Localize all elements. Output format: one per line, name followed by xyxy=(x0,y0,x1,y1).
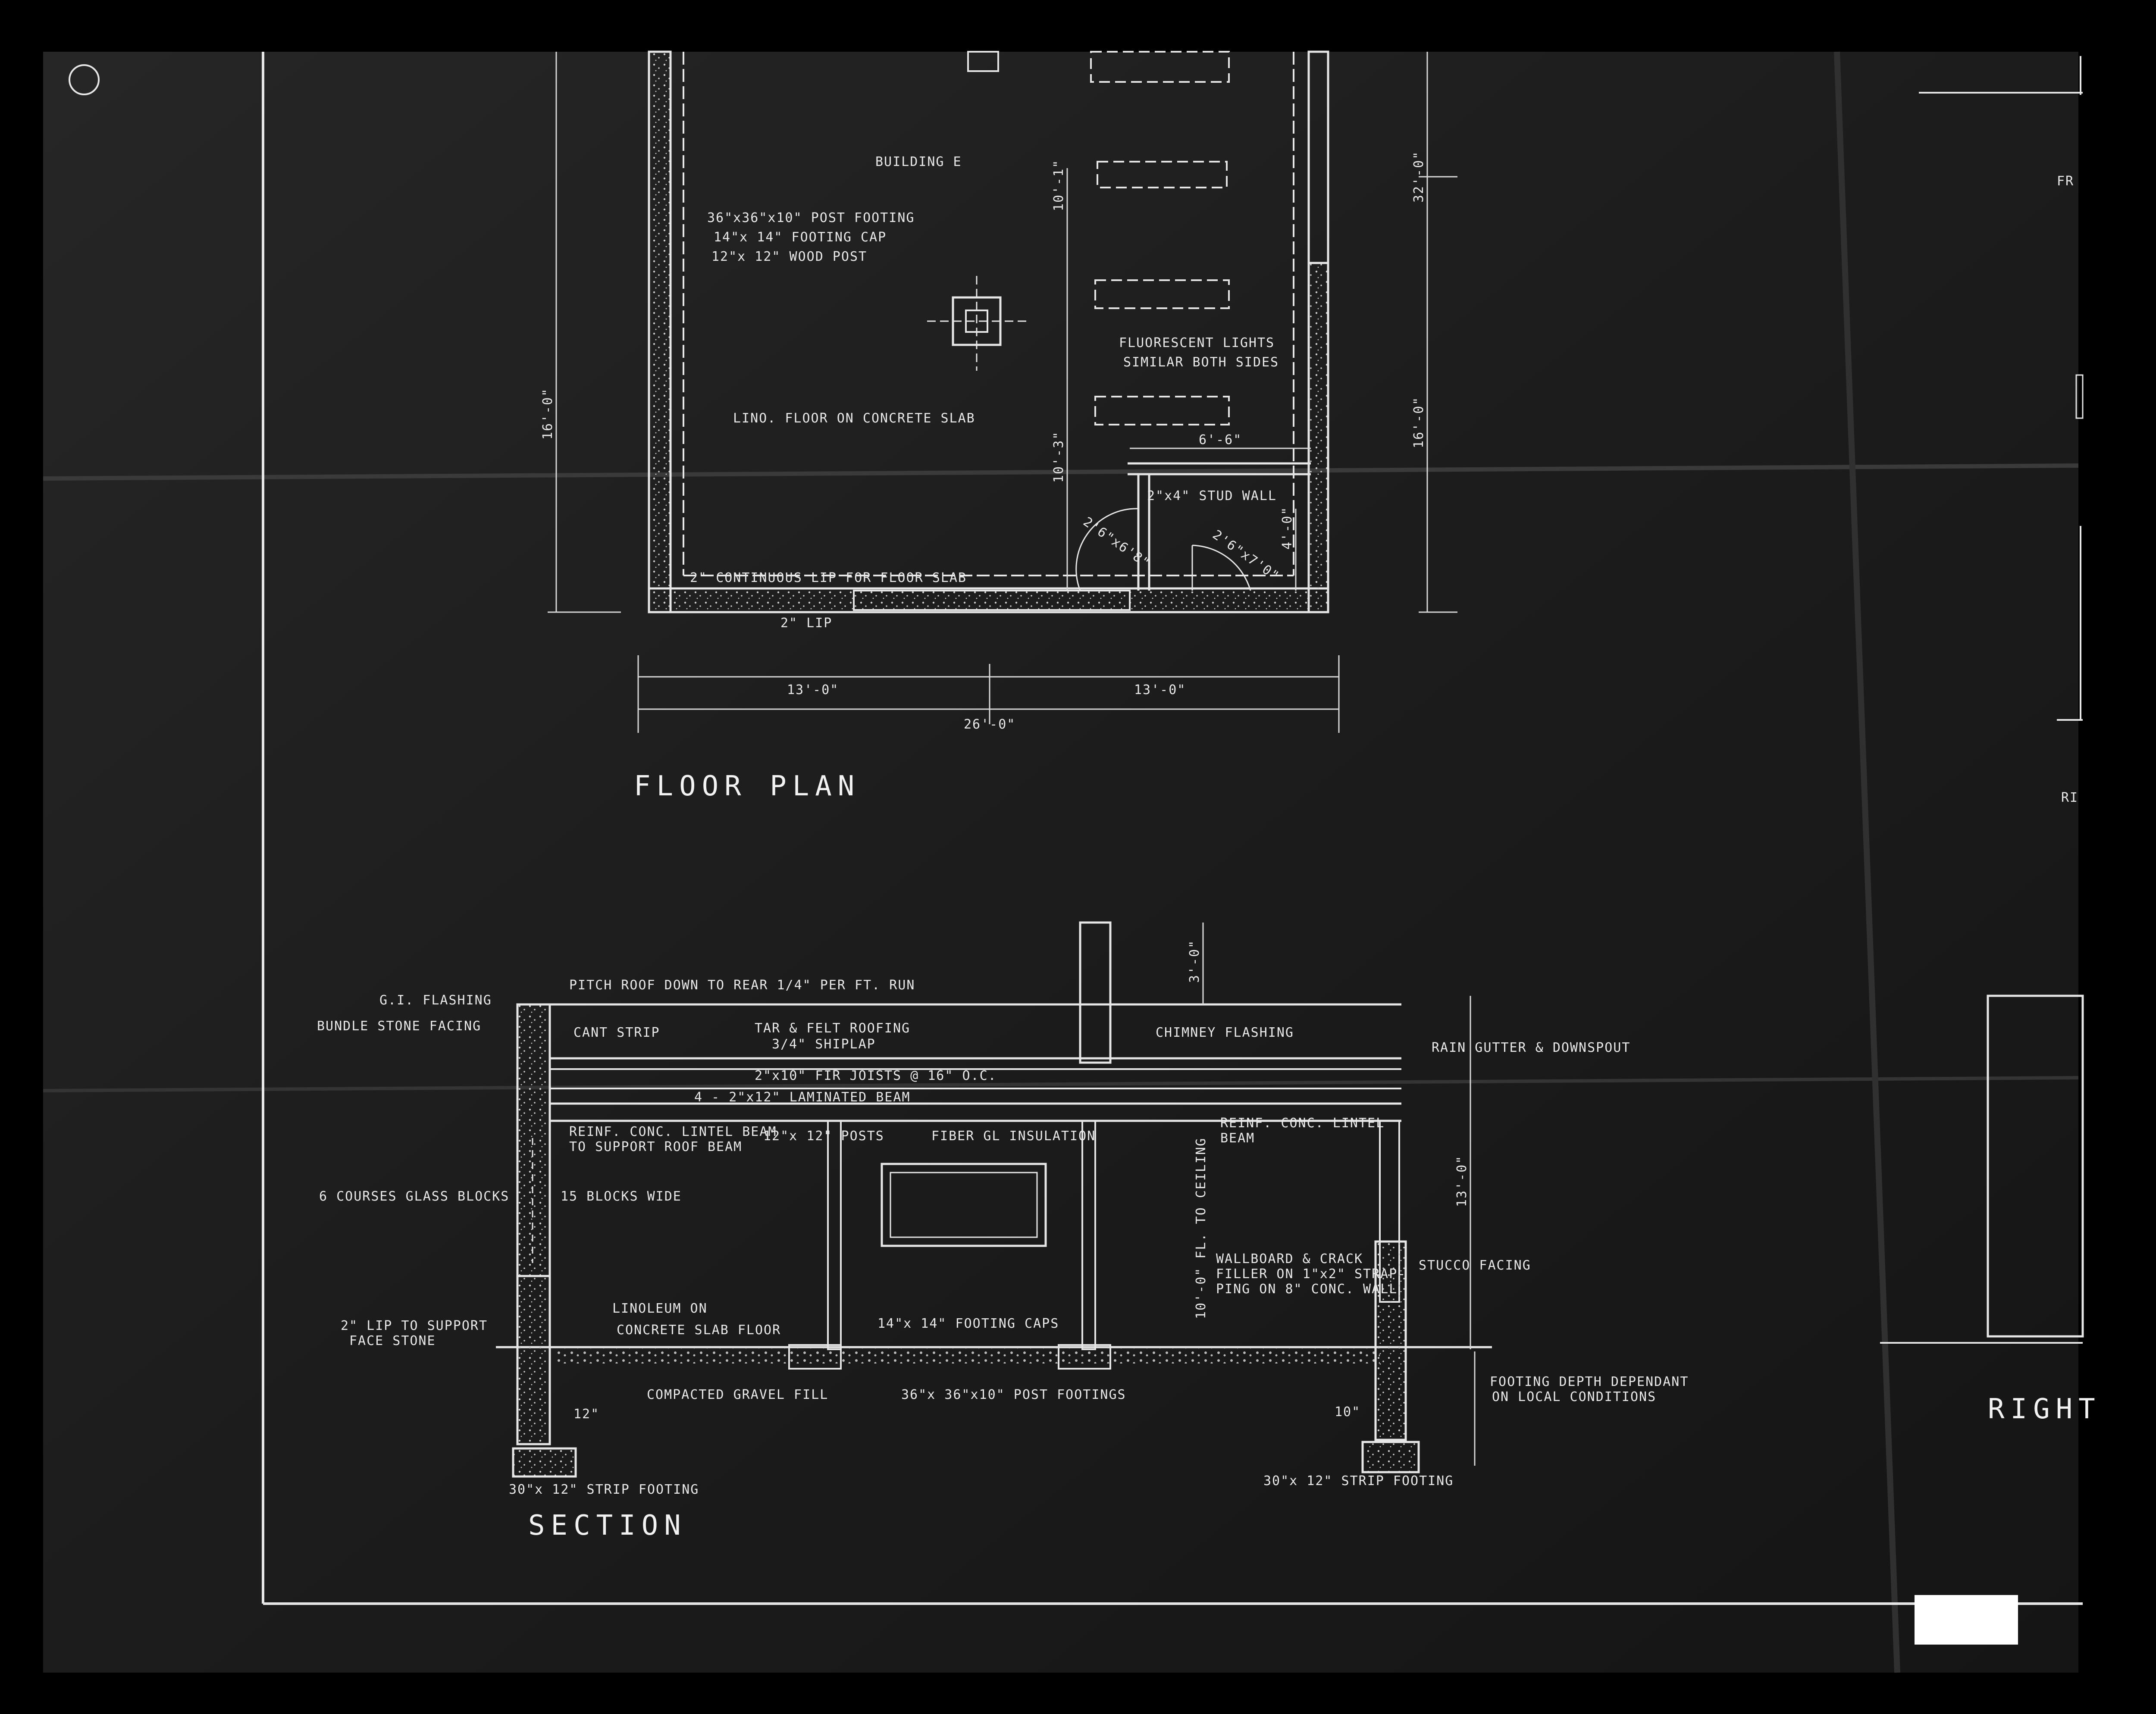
dim-right-half: 13'-0" xyxy=(1134,682,1186,697)
building-label: BUILDING E xyxy=(875,154,962,169)
label-ceiling: 10'-0" FL. TO CEILING xyxy=(1194,1138,1209,1319)
label-footing-depth-2: ON LOCAL CONDITIONS xyxy=(1492,1389,1656,1404)
label-strip-left: 30"x 12" STRIP FOOTING xyxy=(509,1482,699,1497)
dim-left-height: 16'-0" xyxy=(540,388,555,440)
label-stucco: STUCCO FACING xyxy=(1419,1258,1531,1273)
label-footing-depth-1: FOOTING DEPTH DEPENDANT xyxy=(1490,1374,1689,1389)
label-wallboard-3: PING ON 8" CONC. WALL xyxy=(1216,1282,1398,1297)
label-strip-right: 30"x 12" STRIP FOOTING xyxy=(1263,1473,1454,1489)
white-label-box xyxy=(1915,1595,2018,1645)
lip-small-note: 2" LIP xyxy=(780,616,832,631)
label-posts: 12"x 12" POSTS xyxy=(763,1129,884,1144)
label-footing-caps: 14"x 14" FOOTING CAPS xyxy=(877,1316,1059,1331)
label-pitch-roof: PITCH ROOF DOWN TO REAR 1/4" PER FT. RUN xyxy=(569,978,915,993)
label-height-dim: 13'-0" xyxy=(1454,1155,1470,1207)
dim-right-lower: 16'-0" xyxy=(1411,397,1426,448)
edge-fragment-fr: FR xyxy=(2057,174,2074,189)
label-glass-blocks: 6 COURSES GLASS BLOCKS xyxy=(319,1189,509,1204)
floor-plan-dimensions xyxy=(548,52,1457,733)
dim-door-offset: 4'-0" xyxy=(1280,507,1295,550)
dim-right-upper: 32'-0" xyxy=(1411,151,1426,203)
section-labels: G.I. FLASHING BUNDLE STONE FACING PITCH … xyxy=(317,940,1689,1542)
label-lip-support-1: 2" LIP TO SUPPORT xyxy=(341,1318,488,1333)
label-lintel-right-1: REINF. CONC. LINTEL xyxy=(1220,1116,1385,1131)
label-shiplap: 3/4" SHIPLAP xyxy=(772,1037,876,1052)
label-linoleum-2: CONCRETE SLAB FLOOR xyxy=(617,1323,781,1338)
label-wallboard-2: FILLER ON 1"x2" STRAP- xyxy=(1216,1267,1406,1282)
label-linoleum-1: LINOLEUM ON xyxy=(612,1301,708,1316)
label-wallboard-1: WALLBOARD & CRACK xyxy=(1216,1251,1363,1267)
fluorescent-note-1: FLUORESCENT LIGHTS xyxy=(1119,335,1275,350)
dim-left-half: 13'-0" xyxy=(787,682,839,697)
label-chimney-dim: 3'-0" xyxy=(1187,940,1202,983)
section-title: SECTION xyxy=(528,1510,687,1542)
label-lintel-left-2: TO SUPPORT ROOF BEAM xyxy=(569,1139,742,1154)
label-chimney-flashing: CHIMNEY FLASHING xyxy=(1156,1025,1294,1040)
label-fiber-gl: FIBER GL INSULATION xyxy=(931,1129,1096,1144)
blueprint-paper xyxy=(43,52,2078,1673)
post-footing-note-2: 14"x 14" FOOTING CAP xyxy=(714,230,887,245)
label-dim-12: 12" xyxy=(573,1407,599,1422)
label-lintel-right-2: BEAM xyxy=(1220,1131,1255,1146)
right-elevation-fragment: FR RI RIGHT xyxy=(1880,56,2101,1425)
label-cant-strip: CANT STRIP xyxy=(573,1025,660,1040)
label-fir-joists: 2"x10" FIR JOISTS @ 16" O.C. xyxy=(755,1068,997,1083)
edge-fragment-right: RIGHT xyxy=(1988,1393,2101,1425)
label-gi-flashing: G.I. FLASHING xyxy=(379,993,492,1008)
section: G.I. FLASHING BUNDLE STONE FACING PITCH … xyxy=(317,921,1689,1542)
edge-fragment-ri: RI xyxy=(2061,790,2078,805)
floor-plan-labels: BUILDING E 36"x36"x10" POST FOOTING 14"x… xyxy=(540,151,1426,802)
floor-note: LINO. FLOOR ON CONCRETE SLAB xyxy=(733,411,975,426)
dim-partition: 6'-6" xyxy=(1199,432,1242,447)
dim-inner-upper: 10'-1" xyxy=(1051,160,1066,211)
label-tar-felt: TAR & FELT ROOFING xyxy=(755,1021,910,1036)
post-footing-note-1: 36"x36"x10" POST FOOTING xyxy=(707,210,915,225)
lip-note: 2" CONTINUOUS LIP FOR FLOOR SLAB xyxy=(690,570,967,585)
fluorescent-note-2: SIMILAR BOTH SIDES xyxy=(1123,355,1279,370)
label-post-footings: 36"x 36"x10" POST FOOTINGS xyxy=(901,1387,1126,1402)
label-rain-gutter: RAIN GUTTER & DOWNSPOUT xyxy=(1432,1040,1630,1055)
floor-plan-walls xyxy=(648,50,1329,613)
section-structure xyxy=(496,921,1492,1478)
label-lintel-left-1: REINF. CONC. LINTEL BEAM xyxy=(569,1124,777,1139)
dim-overall: 26'-0" xyxy=(964,717,1015,732)
floor-plan-title: FLOOR PLAN xyxy=(634,770,860,802)
label-bundle-stone: BUNDLE STONE FACING xyxy=(317,1019,481,1034)
label-blocks-wide: 15 BLOCKS WIDE xyxy=(561,1189,682,1204)
label-gravel: COMPACTED GRAVEL FILL xyxy=(647,1387,828,1402)
drawing-frame xyxy=(262,52,2083,1605)
label-dim-10: 10" xyxy=(1335,1404,1360,1420)
label-laminated-beam: 4 - 2"x12" LAMINATED BEAM xyxy=(694,1090,911,1105)
floor-plan: BUILDING E 36"x36"x10" POST FOOTING 14"x… xyxy=(540,50,1457,802)
stud-wall-note: 2"x4" STUD WALL xyxy=(1147,488,1277,504)
dim-inner-lower: 10'-3" xyxy=(1051,431,1066,483)
label-lip-support-2: FACE STONE xyxy=(349,1333,436,1348)
post-footing-note-3: 12"x 12" WOOD POST xyxy=(711,249,867,264)
